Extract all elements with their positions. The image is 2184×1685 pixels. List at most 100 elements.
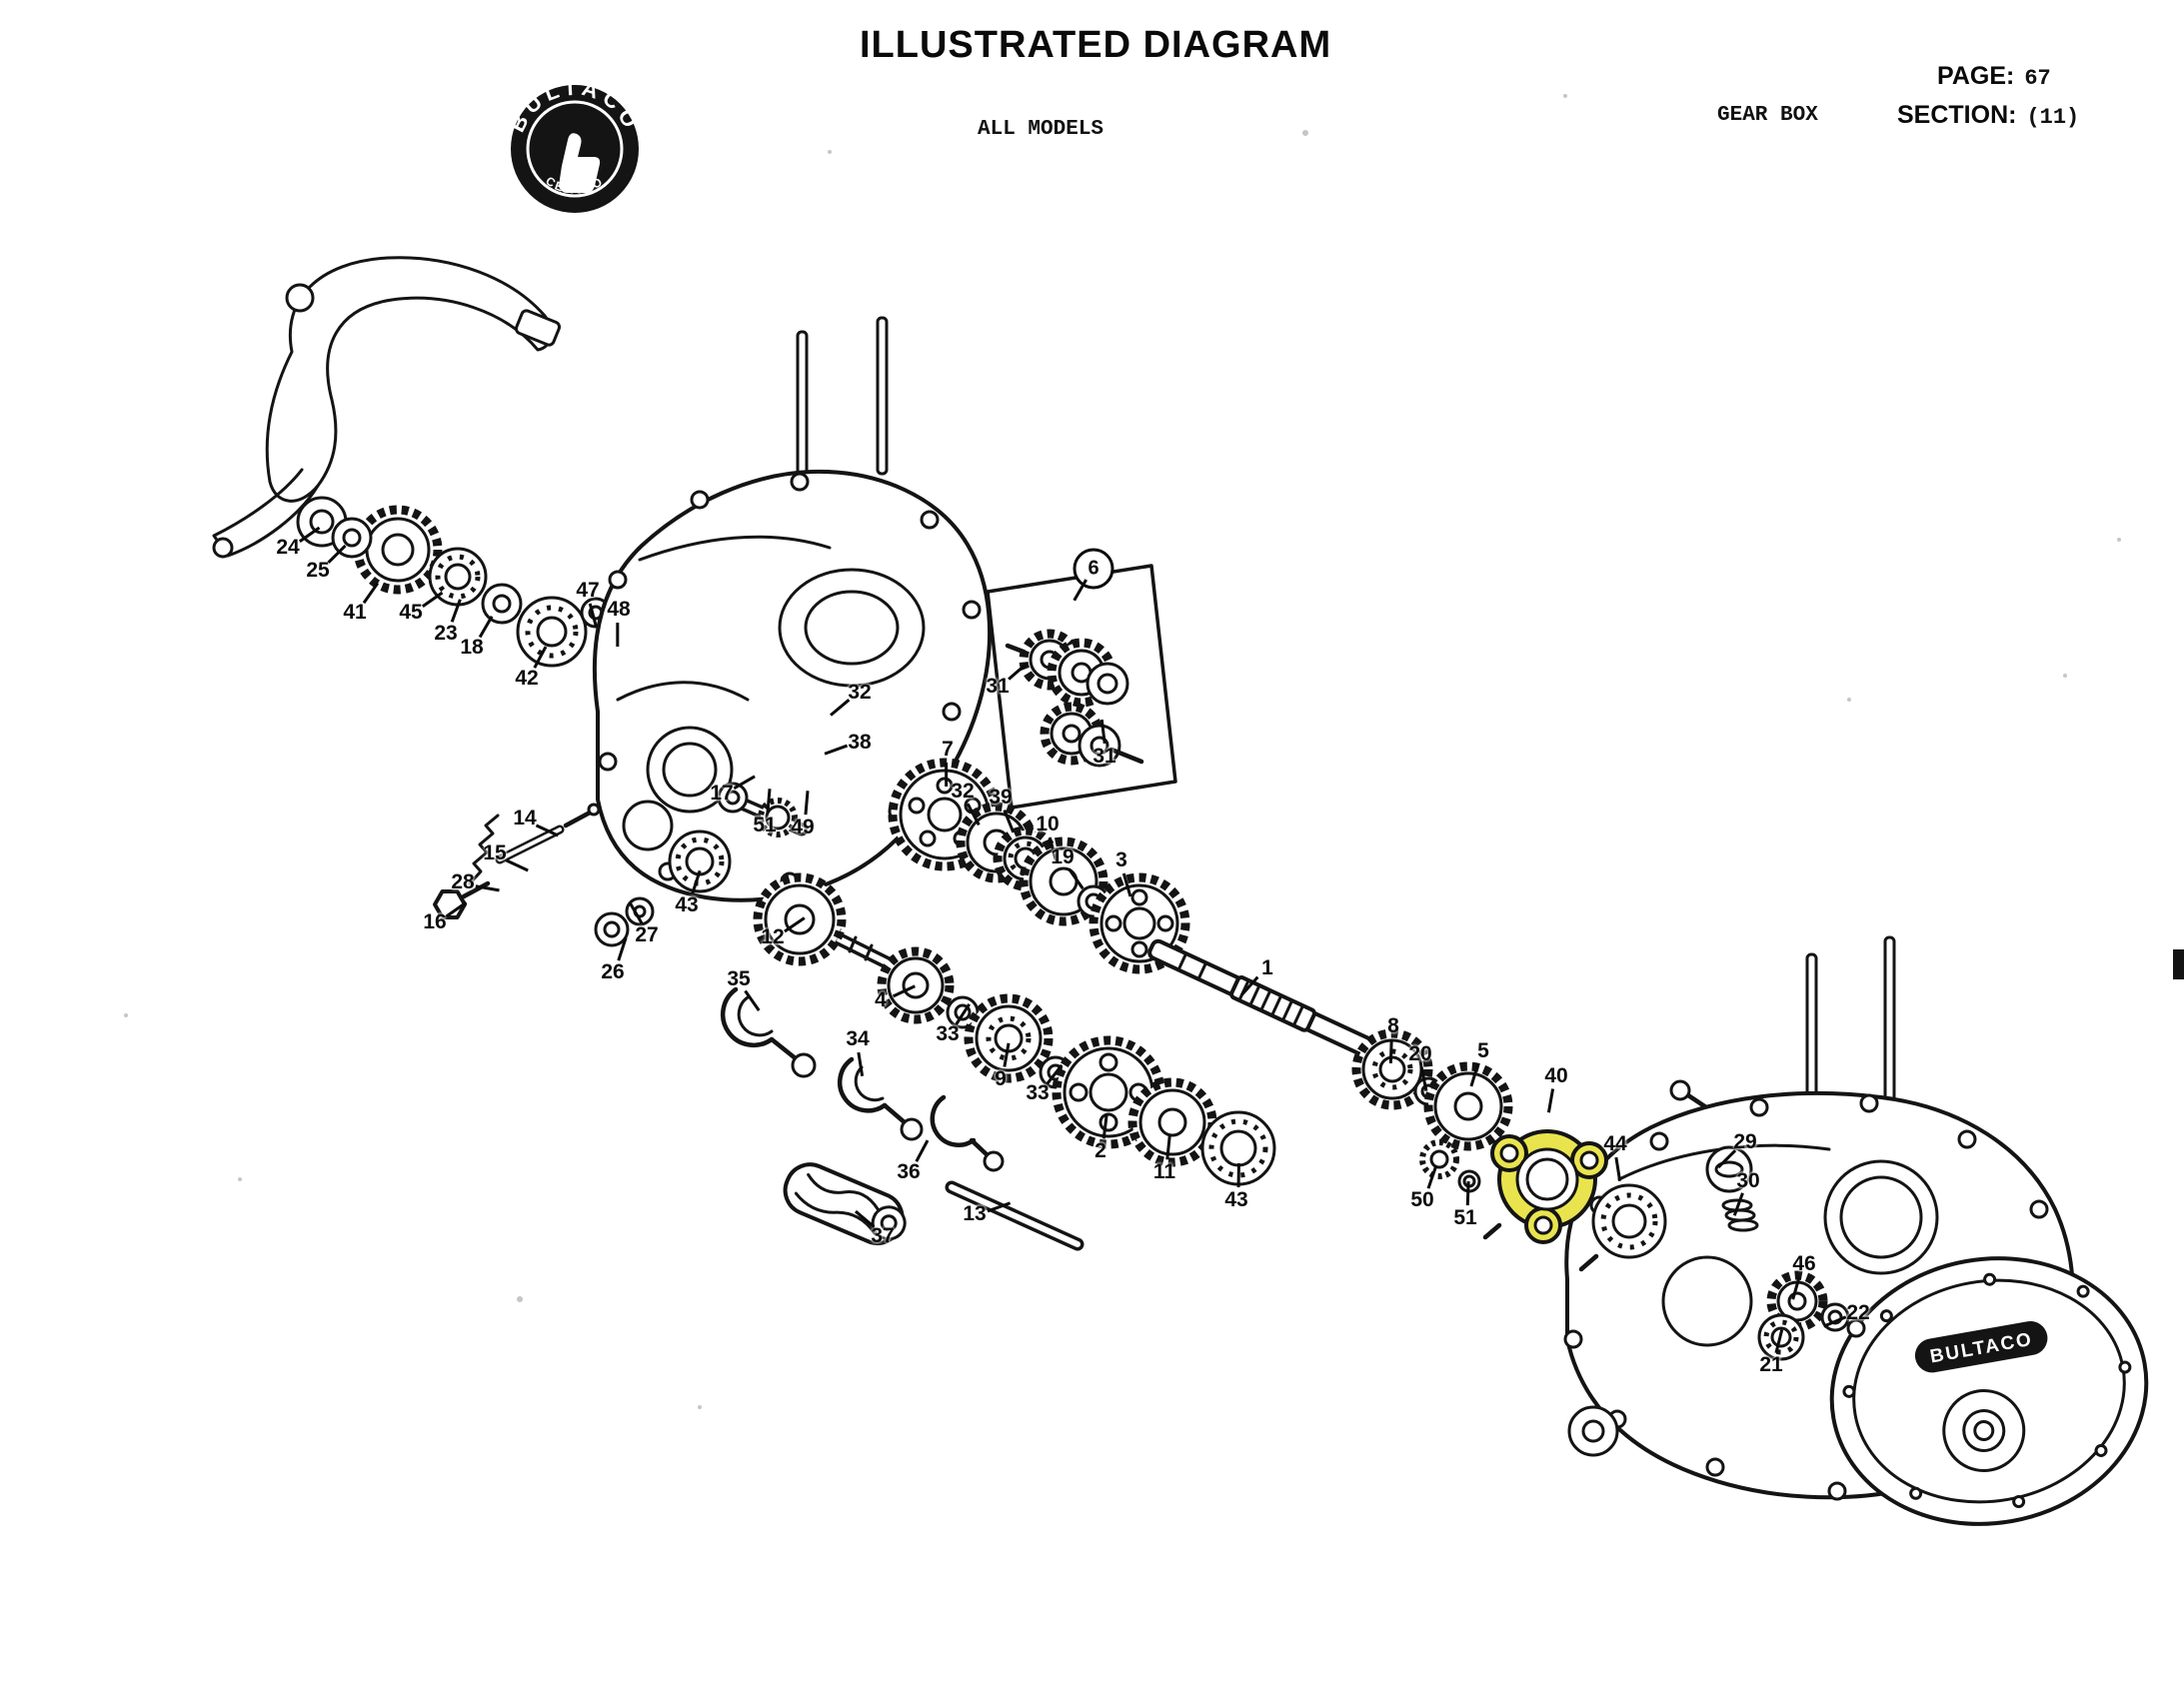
callout-45: 45 <box>399 591 444 625</box>
callout-21: 21 <box>1759 1329 1783 1377</box>
callout-leader-line <box>829 699 851 717</box>
callout-49: 49 <box>791 791 815 840</box>
callout-number: 27 <box>635 923 659 946</box>
callout-leader-line <box>628 901 644 924</box>
clutch-cover-drawing: BULTACO <box>1829 1256 2149 1526</box>
callout-22: 22 <box>1822 1301 1870 1328</box>
callout-number: 22 <box>1846 1301 1870 1324</box>
callout-32: 32 <box>829 681 872 717</box>
callout-number: 42 <box>515 667 539 690</box>
detent-bolt-drawing <box>433 803 732 947</box>
callout-leader-line <box>1774 1329 1783 1354</box>
callout-30: 30 <box>1732 1169 1760 1216</box>
callout-leader-line <box>298 526 321 544</box>
left-crankcase-drawing <box>592 316 993 902</box>
callout-35: 35 <box>727 967 761 1012</box>
callout-number: 13 <box>963 1202 987 1225</box>
callout-number: 10 <box>1036 813 1060 836</box>
callout-10: 10 <box>1036 813 1060 861</box>
callout-31: 31 <box>986 662 1028 699</box>
callout-number: 37 <box>871 1224 895 1247</box>
callout-number: 36 <box>897 1160 921 1183</box>
callout-leader-line <box>533 646 548 669</box>
callout-43: 43 <box>1224 1163 1248 1212</box>
mainshaft-drawing <box>1147 938 1398 1066</box>
callout-number: 31 <box>1092 745 1116 768</box>
callout-number: 9 <box>995 1067 1007 1090</box>
callout-leader-line <box>1003 810 1015 834</box>
selector-arm-drawing <box>212 256 562 559</box>
callout-number: 20 <box>1408 1042 1432 1065</box>
callout-leader-line <box>445 900 468 918</box>
callout-18: 18 <box>460 615 494 660</box>
callout-number: 21 <box>1759 1353 1783 1376</box>
callout-11: 11 <box>1153 1135 1175 1184</box>
callout-number: 47 <box>576 579 600 602</box>
callout-27: 27 <box>628 901 659 947</box>
callout-20: 20 <box>1408 1042 1432 1091</box>
callout-2: 2 <box>1094 1114 1108 1163</box>
callout-leader-line <box>1465 1181 1470 1206</box>
callout-19: 19 <box>1051 845 1085 890</box>
callout-leader-line <box>1419 1066 1428 1091</box>
callout-9: 9 <box>995 1042 1011 1091</box>
callout-4: 4 <box>875 984 916 1012</box>
callout-number: 12 <box>761 925 785 948</box>
callout-leader-line <box>1007 662 1028 681</box>
callout-leader-line <box>945 763 948 787</box>
callout-44: 44 <box>1603 1132 1627 1182</box>
callout-leader-line <box>1790 1275 1801 1300</box>
callout-number: 49 <box>791 816 815 839</box>
callout-leader-line <box>450 599 462 623</box>
models-label: ALL MODELS <box>978 118 1104 141</box>
callout-leader-line <box>857 1051 864 1077</box>
callout-31: 31 <box>1092 719 1116 769</box>
callout-7: 7 <box>942 738 954 787</box>
callout-leader-line <box>1240 975 1259 996</box>
callout-leader-line <box>362 582 379 605</box>
callout-leader-line <box>1045 1063 1064 1085</box>
callout-leader-line <box>783 916 806 933</box>
page-number-value: 67 <box>2024 66 2051 91</box>
callout-13: 13 <box>963 1201 1011 1226</box>
thumbs-up-icon <box>559 133 601 193</box>
callout-leader-line <box>1121 872 1132 897</box>
callout-leader-line <box>733 775 756 791</box>
callout-29: 29 <box>1716 1130 1757 1169</box>
countershaft-gears-drawing <box>717 758 1190 974</box>
callout-number: 15 <box>483 842 507 864</box>
callout-25: 25 <box>306 544 347 583</box>
callout-leader-line <box>615 623 619 647</box>
callout-number: 25 <box>306 559 330 582</box>
callout-leader-line <box>421 591 444 609</box>
callout-number: 34 <box>846 1027 870 1050</box>
callout-5: 5 <box>1469 1039 1489 1087</box>
callout-leader-line <box>535 824 559 838</box>
callout-leader-line <box>1822 1315 1847 1328</box>
section-value: (11) <box>2026 105 2080 130</box>
callout-33: 33 <box>936 1002 971 1046</box>
callout-number: 39 <box>989 786 1013 809</box>
callout-leader-line <box>1732 1192 1744 1216</box>
callout-leader-line <box>766 789 772 814</box>
callout-leader-line <box>1067 867 1085 890</box>
callout-number: 40 <box>1544 1064 1568 1087</box>
callout-3: 3 <box>1115 848 1132 897</box>
scan-specks <box>124 94 2121 1409</box>
callout-leader-line <box>1469 1062 1480 1087</box>
callout-17: 17 <box>710 775 756 806</box>
callout-number: 26 <box>601 960 625 983</box>
callout-6: 6 <box>1072 548 1114 602</box>
callout-12: 12 <box>761 916 806 949</box>
section-label: SECTION: <box>1897 101 2017 129</box>
callout-43: 43 <box>675 869 702 917</box>
shift-forks-drawing <box>720 986 1085 1251</box>
callout-number: 8 <box>1387 1014 1399 1037</box>
callout-leader-line <box>987 1201 1011 1213</box>
callout-48: 48 <box>607 598 631 647</box>
callout-number: 46 <box>1792 1252 1816 1275</box>
callout-51: 51 <box>753 789 777 838</box>
